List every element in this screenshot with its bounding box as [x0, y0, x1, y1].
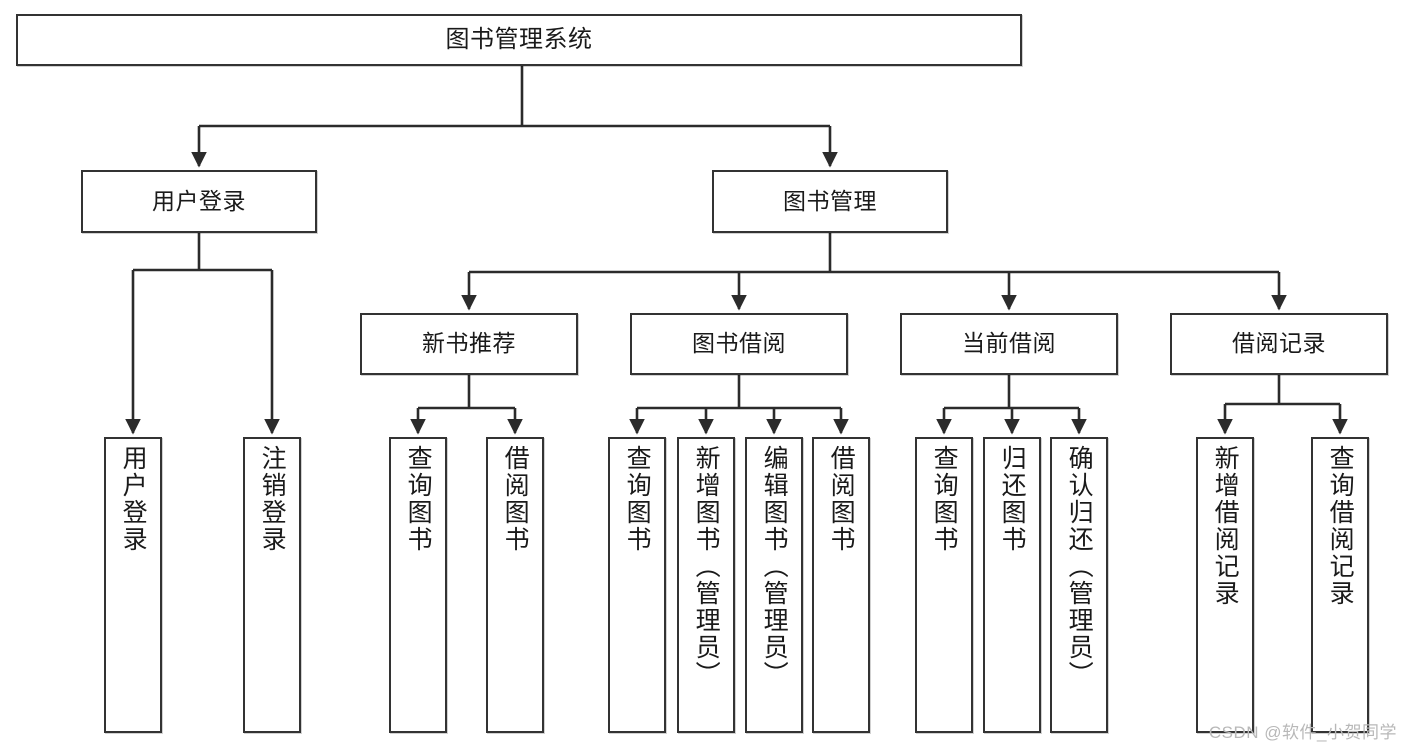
leaf-node[interactable]: 新增图书（管理员） — [677, 437, 735, 733]
node-level3-new-book-recommend[interactable]: 新书推荐 — [360, 313, 578, 375]
node-level2-user-login-label: 用户登录 — [152, 187, 246, 214]
node-root-label: 图书管理系统 — [445, 25, 593, 53]
leaf-node-label: 新增借阅记录 — [1211, 445, 1240, 607]
leaf-node-label: 确认归还（管理员） — [1065, 445, 1094, 688]
node-level3-current-borrow-label: 当前借阅 — [962, 330, 1056, 357]
leaf-node-label: 查询借阅记录 — [1326, 445, 1355, 607]
node-level3-current-borrow[interactable]: 当前借阅 — [900, 313, 1118, 375]
leaf-node[interactable]: 查询图书 — [915, 437, 973, 733]
leaf-node-label: 查询图书 — [623, 445, 652, 553]
leaf-node-label: 编辑图书（管理员） — [760, 445, 789, 688]
leaf-node-label: 归还图书 — [998, 445, 1027, 553]
node-level3-borrow-record-label: 借阅记录 — [1232, 330, 1326, 357]
leaf-node[interactable]: 查询图书 — [608, 437, 666, 733]
leaf-node-label: 注销登录 — [258, 445, 287, 553]
node-level2-book-management-label: 图书管理 — [783, 187, 877, 214]
node-level2-book-management[interactable]: 图书管理 — [712, 170, 948, 233]
node-level3-borrow-record[interactable]: 借阅记录 — [1170, 313, 1388, 375]
leaf-node[interactable]: 查询图书 — [389, 437, 447, 733]
node-level3-book-borrow[interactable]: 图书借阅 — [630, 313, 848, 375]
leaf-node-label: 用户登录 — [119, 445, 148, 553]
leaf-node[interactable]: 编辑图书（管理员） — [745, 437, 803, 733]
node-level2-user-login[interactable]: 用户登录 — [81, 170, 317, 233]
leaf-node-label: 新增图书（管理员） — [692, 445, 721, 688]
node-root[interactable]: 图书管理系统 — [16, 14, 1022, 66]
leaf-node[interactable]: 注销登录 — [243, 437, 301, 733]
leaf-node[interactable]: 确认归还（管理员） — [1050, 437, 1108, 733]
node-level3-new-book-recommend-label: 新书推荐 — [422, 330, 516, 357]
leaf-node-label: 查询图书 — [404, 445, 433, 553]
leaf-node[interactable]: 借阅图书 — [812, 437, 870, 733]
leaf-node[interactable]: 新增借阅记录 — [1196, 437, 1254, 733]
leaf-node[interactable]: 用户登录 — [104, 437, 162, 733]
leaf-node-label: 借阅图书 — [827, 445, 856, 553]
leaf-node[interactable]: 归还图书 — [983, 437, 1041, 733]
leaf-node-label: 查询图书 — [930, 445, 959, 553]
leaf-node[interactable]: 借阅图书 — [486, 437, 544, 733]
leaf-node-label: 借阅图书 — [501, 445, 530, 553]
node-level3-book-borrow-label: 图书借阅 — [692, 330, 786, 357]
leaf-node[interactable]: 查询借阅记录 — [1311, 437, 1369, 733]
